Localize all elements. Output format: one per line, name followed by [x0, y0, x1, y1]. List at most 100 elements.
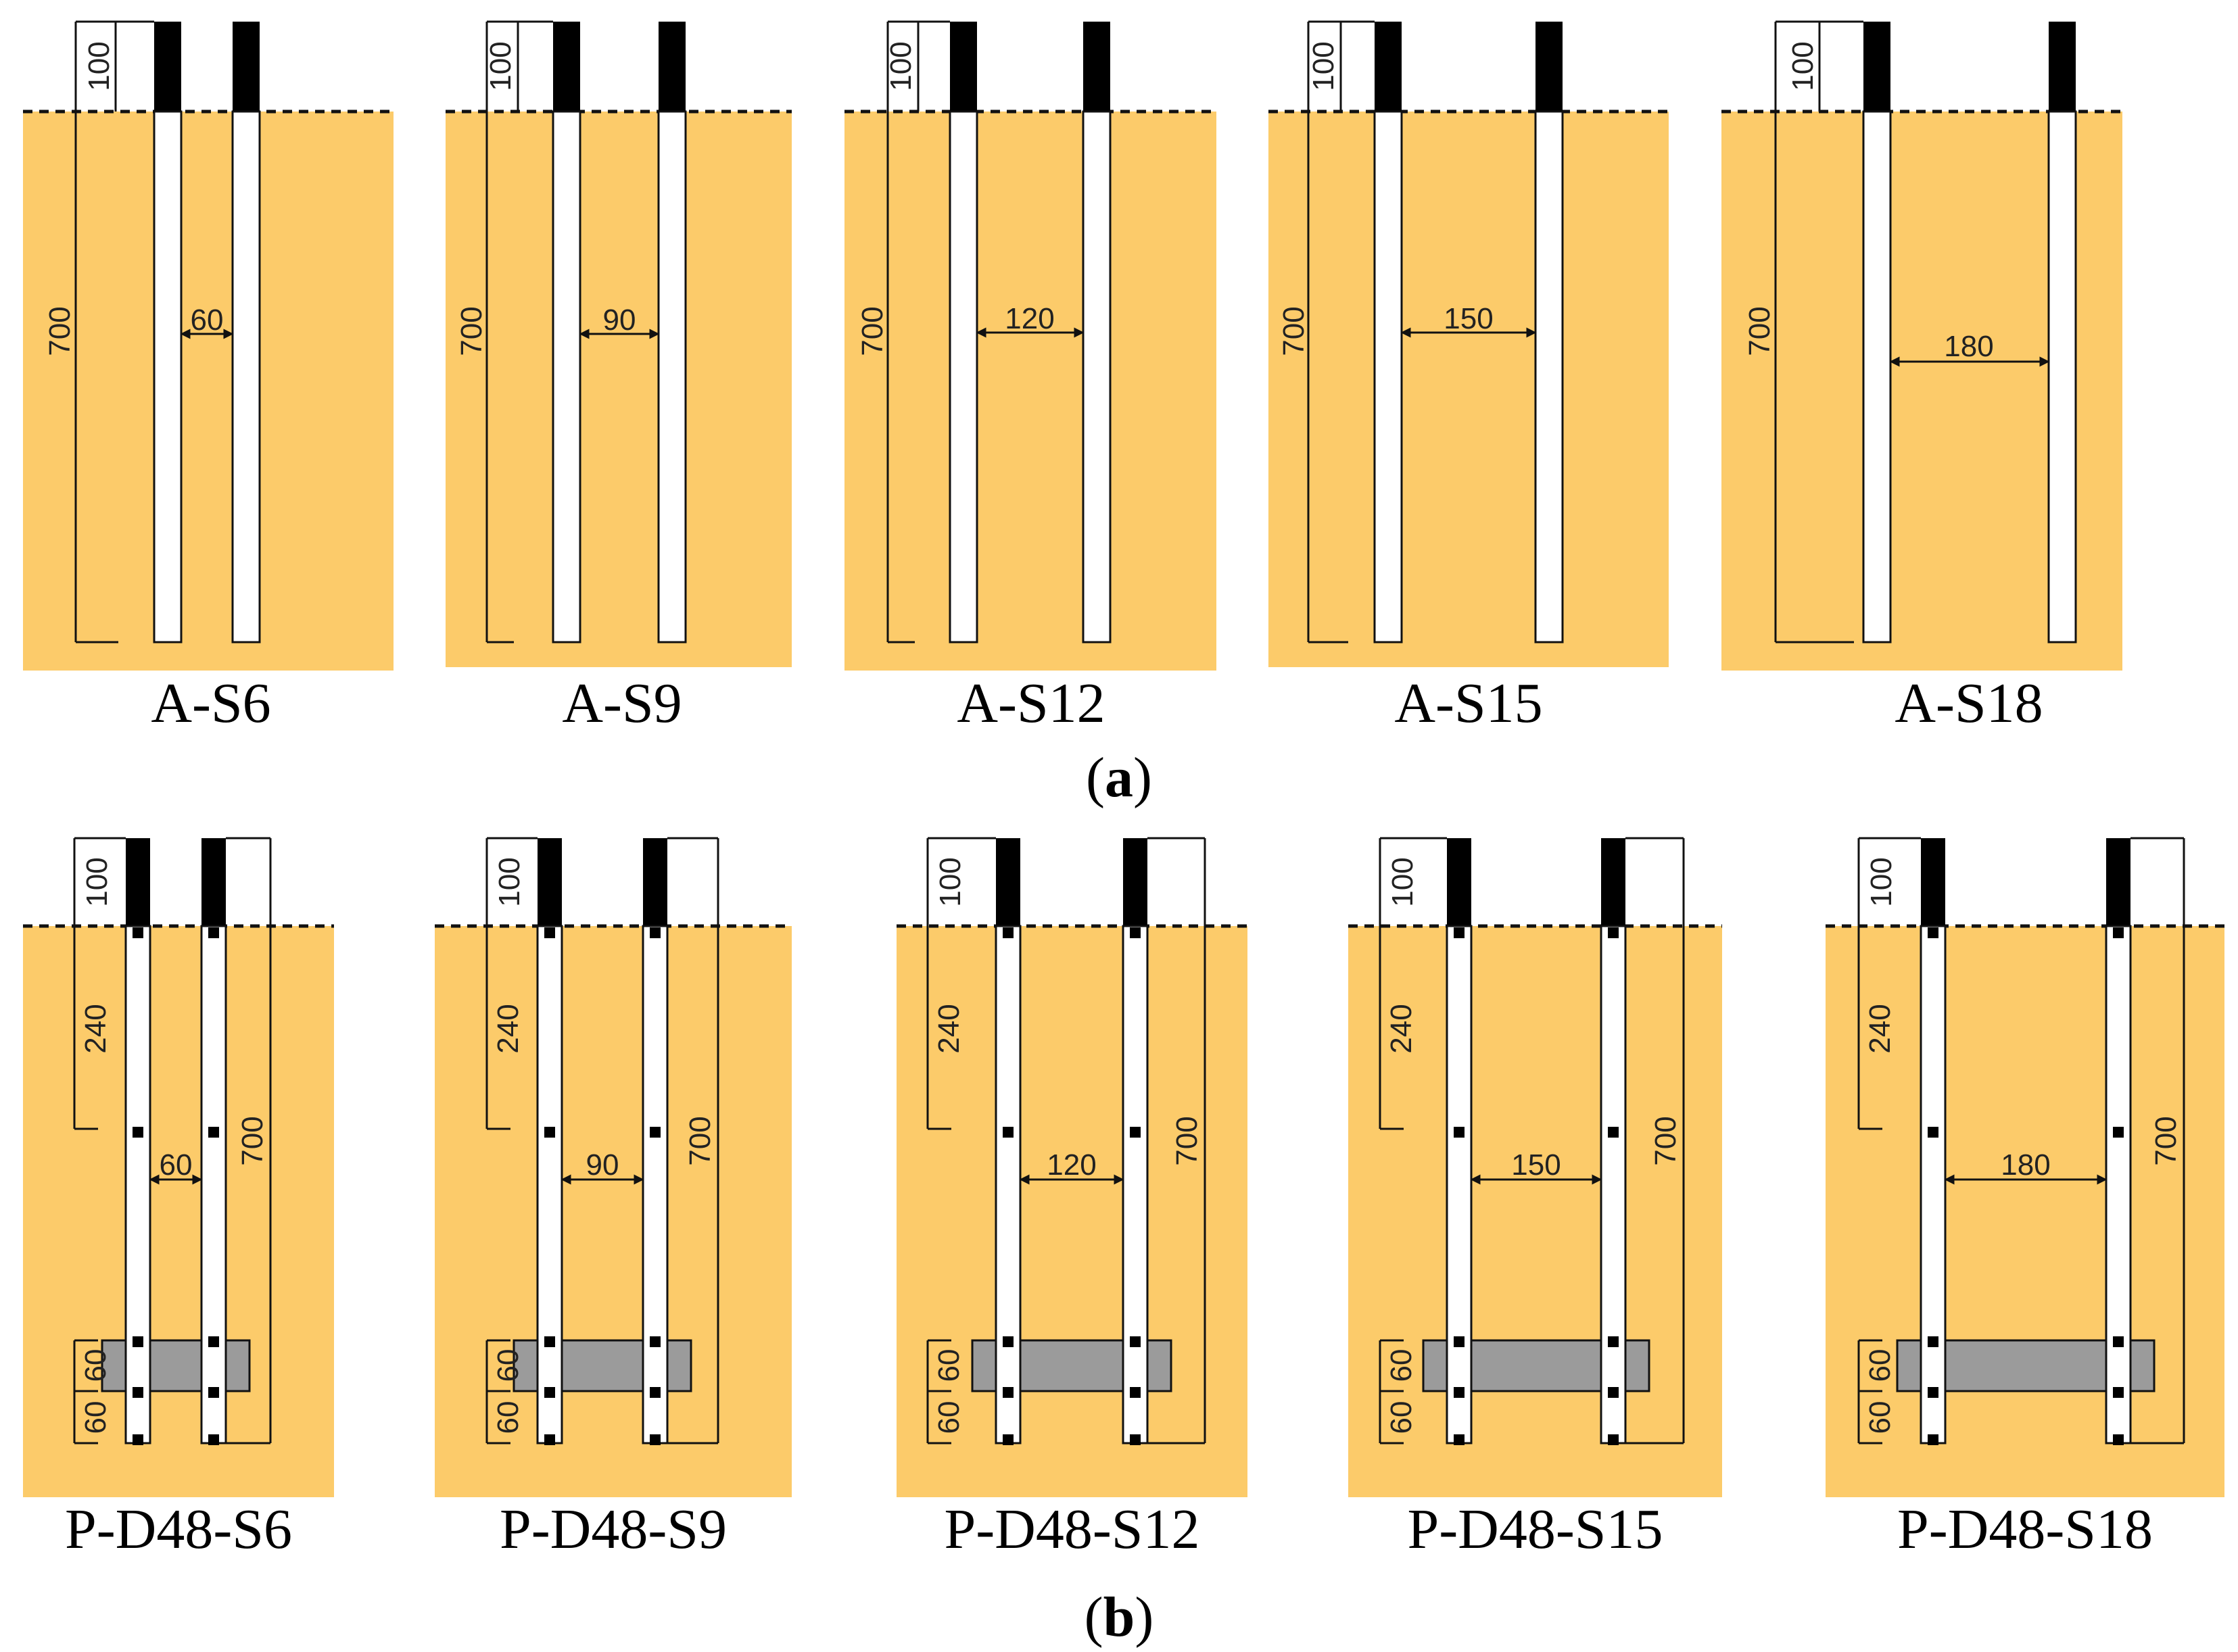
dim-700: 700	[1649, 1116, 1682, 1165]
dim-700: 700	[455, 306, 488, 356]
pile-left	[536, 925, 563, 1444]
strain-gauge	[2113, 1434, 2124, 1445]
strain-gauge	[544, 1336, 555, 1347]
pile-head-right	[1123, 838, 1147, 926]
pile-left	[552, 110, 581, 643]
strain-gauge	[1928, 1434, 1938, 1445]
dim-700: 700	[1277, 306, 1310, 356]
pile-head-left	[950, 22, 977, 112]
dim-spacing: 180	[1944, 330, 1993, 363]
pile-head-right	[201, 838, 226, 926]
dim-700: 700	[236, 1116, 269, 1165]
pile-right	[2105, 925, 2132, 1444]
pile-left	[949, 110, 978, 643]
dim-100: 100	[484, 41, 517, 91]
pile-right	[1122, 925, 1149, 1444]
strain-gauge	[1003, 1434, 1014, 1445]
dim-spacing: 150	[1511, 1148, 1561, 1182]
strain-gauge	[650, 1387, 661, 1398]
pile-head-right	[659, 22, 686, 112]
strain-gauge	[1003, 927, 1014, 938]
dim-60-lower: 60	[492, 1401, 525, 1434]
pile-head-left	[1863, 22, 1890, 112]
soil-block	[23, 112, 394, 671]
pile-left	[1920, 925, 1947, 1444]
dim-60-upper: 60	[1385, 1349, 1418, 1382]
pile-head-left	[126, 838, 150, 926]
dim-700: 700	[43, 306, 76, 356]
strain-gauge	[1130, 927, 1141, 938]
strain-gauge	[650, 927, 661, 938]
strain-gauge	[2113, 927, 2124, 938]
dim-60-lower: 60	[932, 1401, 966, 1434]
panel-a-s9: 100 700 90 A-S9	[446, 20, 792, 735]
dim-100: 100	[1307, 41, 1340, 91]
pile-right	[1534, 110, 1564, 643]
panel-a-s12: 100 700 120 A-S12	[844, 20, 1216, 735]
strain-gauge	[208, 1434, 219, 1445]
panel-title: A-S6	[151, 672, 270, 735]
pile-right	[231, 110, 261, 643]
strain-gauge	[208, 1127, 219, 1138]
strain-gauge	[544, 1387, 555, 1398]
strain-gauge	[208, 1387, 219, 1398]
dim-spacing: 120	[1047, 1148, 1096, 1182]
dim-100: 100	[493, 857, 526, 906]
strain-gauge	[1928, 1336, 1938, 1347]
pile-head-right	[2049, 22, 2076, 112]
strain-gauge	[208, 1336, 219, 1347]
soil-block	[1268, 112, 1669, 667]
pile-left	[153, 110, 183, 643]
svg-text:(a): (a)	[1086, 746, 1152, 809]
pile-head-left	[553, 22, 580, 112]
strain-gauge	[1130, 1336, 1141, 1347]
dim-240: 240	[492, 1004, 525, 1053]
strain-gauge	[2113, 1336, 2124, 1347]
panel-title: P-D48-S12	[944, 1498, 1199, 1561]
dim-700: 700	[856, 306, 889, 356]
soil-block	[844, 112, 1216, 671]
strain-gauge	[133, 1127, 143, 1138]
soil-block	[1348, 926, 1722, 1497]
dim-60-upper: 60	[1863, 1349, 1897, 1382]
strain-gauge	[1608, 1434, 1619, 1445]
panel-a-s18: 100 700 180 A-S18	[1721, 20, 2122, 735]
pile-right	[1082, 110, 1112, 643]
strain-gauge	[1928, 1387, 1938, 1398]
row-b-label: (b)	[1085, 1586, 1154, 1649]
panel-title: P-D48-S9	[500, 1498, 727, 1561]
strain-gauge	[2113, 1127, 2124, 1138]
pile-left	[124, 925, 151, 1444]
panel-title: A-S15	[1394, 672, 1542, 735]
pile-right	[200, 925, 227, 1444]
strain-gauge	[1608, 1387, 1619, 1398]
dim-spacing: 90	[586, 1148, 619, 1182]
strain-gauge	[544, 1127, 555, 1138]
strain-gauge	[133, 1434, 143, 1445]
dim-100: 100	[82, 41, 116, 91]
dim-240: 240	[932, 1004, 966, 1053]
pile-right	[657, 110, 687, 643]
dim-spacing: 60	[191, 303, 224, 337]
pile-right	[1600, 925, 1627, 1444]
panel-title: P-D48-S15	[1407, 1498, 1663, 1561]
pile-head-left	[154, 22, 181, 112]
dim-60-lower: 60	[79, 1401, 112, 1434]
pile-left	[1446, 925, 1473, 1444]
strain-gauge	[544, 927, 555, 938]
dim-100: 100	[1865, 857, 1898, 906]
panel-a-s6: 100 700 60 A-S6	[23, 20, 394, 735]
dim-60-upper: 60	[492, 1349, 525, 1382]
strain-gauge	[1130, 1387, 1141, 1398]
strain-gauge	[133, 927, 143, 938]
dim-60-lower: 60	[1863, 1401, 1897, 1434]
strain-gauge	[650, 1127, 661, 1138]
dim-240: 240	[1863, 1004, 1897, 1053]
strain-gauge	[1454, 927, 1465, 938]
dim-240: 240	[1385, 1004, 1418, 1053]
panel-title: P-D48-S6	[65, 1498, 292, 1561]
strain-gauge	[133, 1336, 143, 1347]
soil-block	[435, 926, 792, 1497]
row-a-label-letter: a	[1105, 746, 1133, 809]
